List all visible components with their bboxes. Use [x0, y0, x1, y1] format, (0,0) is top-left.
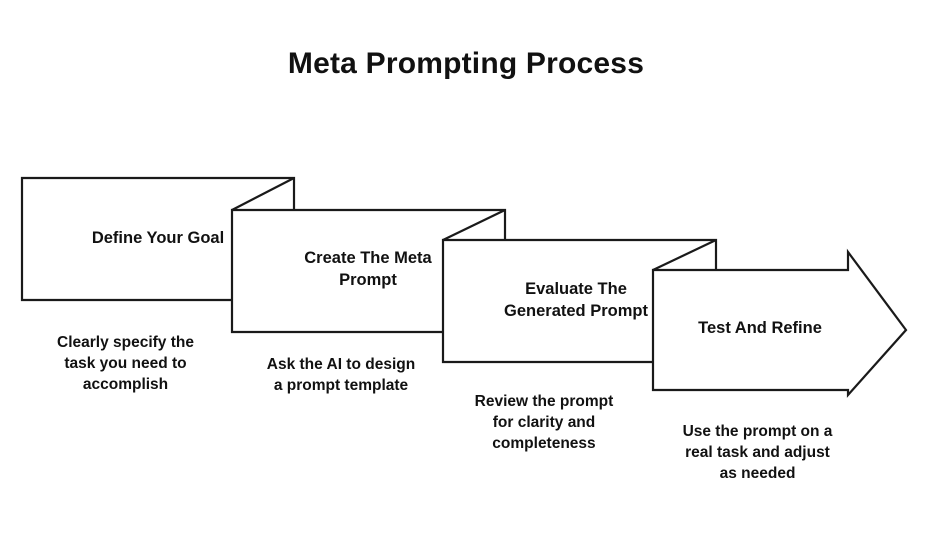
step-caption-line: real task and adjust	[685, 443, 830, 461]
step-label-3: Evaluate The Generated Prompt	[452, 279, 700, 323]
step-caption-line: as needed	[719, 464, 796, 482]
step-label-line: Prompt	[339, 270, 397, 289]
page-title: Meta Prompting Process	[287, 47, 645, 80]
step-caption-3: Review the prompt for clarity and comple…	[444, 392, 644, 455]
step-label-line: Evaluate The	[525, 280, 627, 298]
step-fold-1	[231, 177, 295, 211]
step-label-line: Test And Refine	[698, 319, 822, 337]
step-caption-line: Review the prompt	[474, 393, 614, 410]
step-caption-line: completeness	[492, 434, 596, 452]
step-caption-1: Clearly specify the task you need to acc…	[18, 333, 233, 396]
step-caption-4: Use the prompt on a real task and adjust…	[650, 422, 865, 485]
step-caption-2: Ask the AI to design a prompt template	[230, 355, 452, 397]
step-label-1: Define Your Goal	[30, 228, 286, 250]
step-caption-line: task you need to	[64, 354, 187, 372]
step-label-line: Define Your Goal	[91, 229, 225, 247]
step-label-line: Create The Meta	[304, 249, 432, 267]
step-shape-4[interactable]	[651, 248, 908, 398]
step-caption-line: for clarity and	[492, 413, 596, 431]
step-fold-3	[652, 239, 717, 271]
step-caption-line: a prompt template	[273, 376, 409, 394]
step-label-4: Test And Refine	[665, 318, 855, 340]
step-caption-line: Clearly specify the	[57, 334, 194, 351]
step-caption-line: accomplish	[82, 375, 169, 393]
step-label-2: Create The Meta Prompt	[243, 248, 493, 292]
step-caption-line: Ask the AI to design	[266, 356, 416, 373]
step-label-line: Generated Prompt	[504, 301, 648, 320]
step-caption-line: Use the prompt on a	[682, 423, 833, 440]
step-fold-2	[442, 209, 506, 241]
